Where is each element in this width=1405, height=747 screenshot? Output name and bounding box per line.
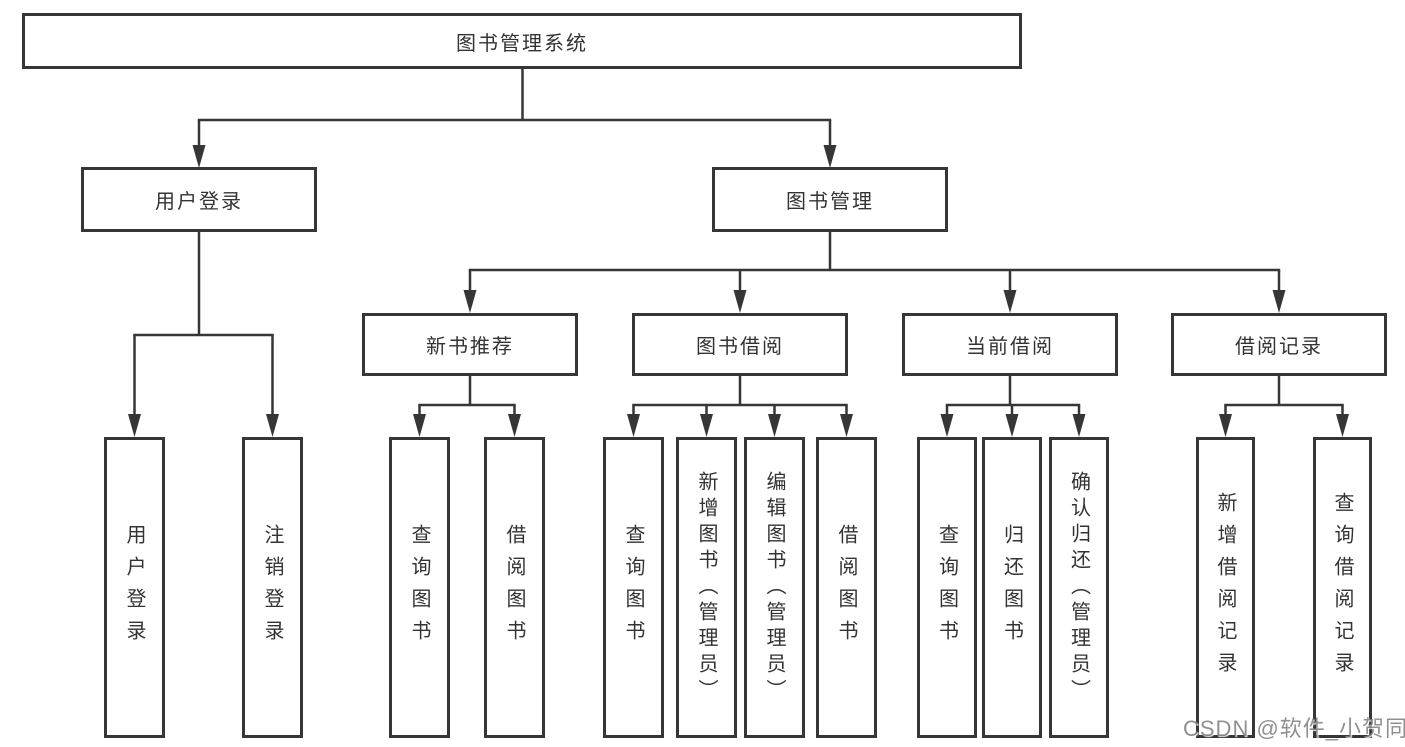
leaf-confirm-return-admin-label: 确认归还（管理员） xyxy=(1067,470,1090,705)
leaf-logout: 注销登录 xyxy=(242,437,303,738)
leaf-query-borrow-record-label: 查询借阅记录 xyxy=(1331,491,1353,684)
leaf-edit-books-admin-label: 编辑图书（管理员） xyxy=(763,470,785,705)
root-node: 图书管理系统 xyxy=(22,13,1022,69)
leaf-edit-books-admin: 编辑图书（管理员） xyxy=(744,437,805,738)
node-new-book-recommend: 新书推荐 xyxy=(362,313,578,376)
leaf-logout-label: 注销登录 xyxy=(261,523,283,652)
leaf-current-query-books: 查询图书 xyxy=(917,437,977,738)
connector-root-to-level2 xyxy=(192,68,837,168)
leaf-user-login-label: 用户登录 xyxy=(123,523,145,652)
node-new-book-recommend-label: 新书推荐 xyxy=(426,336,514,358)
leaf-recommend-borrow-books: 借阅图书 xyxy=(484,437,545,738)
node-borrow-records: 借阅记录 xyxy=(1171,313,1387,376)
leaf-recommend-query-books: 查询图书 xyxy=(389,437,450,738)
leaf-return-books-label: 归还图书 xyxy=(1000,523,1023,652)
leaf-borrow-books-label: 借阅图书 xyxy=(835,523,857,652)
node-current-borrow-label: 当前借阅 xyxy=(966,336,1054,358)
leaf-add-books-admin-label: 新增图书（管理员） xyxy=(695,470,717,705)
leaf-recommend-borrow-books-label: 借阅图书 xyxy=(503,523,525,652)
node-user-login-label: 用户登录 xyxy=(155,191,243,213)
root-node-label: 图书管理系统 xyxy=(456,32,588,55)
node-book-borrow-label: 图书借阅 xyxy=(696,336,784,358)
leaf-add-books-admin: 新增图书（管理员） xyxy=(676,437,737,738)
leaf-borrow-books: 借阅图书 xyxy=(816,437,877,738)
leaf-current-query-books-label: 查询图书 xyxy=(935,523,958,652)
leaf-confirm-return-admin: 确认归还（管理员） xyxy=(1049,437,1109,738)
csdn-watermark: CSDN @软件_小贺同学 xyxy=(1183,716,1405,741)
node-user-login: 用户登录 xyxy=(81,167,317,232)
connector-borrow-record-branch xyxy=(1219,376,1349,437)
connector-book-management-branch xyxy=(463,232,1286,313)
node-book-borrow: 图书借阅 xyxy=(632,313,848,376)
connector-current-borrow-branch xyxy=(940,376,1086,437)
leaf-return-books: 归还图书 xyxy=(982,437,1042,738)
node-borrow-records-label: 借阅记录 xyxy=(1235,336,1323,358)
node-book-management-label: 图书管理 xyxy=(786,191,874,213)
connector-new-book-branch xyxy=(413,376,521,437)
leaf-add-borrow-record-label: 新增借阅记录 xyxy=(1214,491,1236,684)
node-current-borrow: 当前借阅 xyxy=(902,313,1118,376)
leaf-borrow-query-books: 查询图书 xyxy=(603,437,664,738)
node-book-management: 图书管理 xyxy=(712,167,948,232)
leaf-add-borrow-record: 新增借阅记录 xyxy=(1196,437,1255,738)
leaf-query-borrow-record: 查询借阅记录 xyxy=(1313,437,1372,738)
leaf-recommend-query-books-label: 查询图书 xyxy=(408,523,430,652)
leaf-borrow-query-books-label: 查询图书 xyxy=(622,523,644,652)
connector-book-borrow-branch xyxy=(627,376,853,437)
leaf-user-login: 用户登录 xyxy=(104,437,165,738)
connector-user-login-branch xyxy=(128,232,279,437)
